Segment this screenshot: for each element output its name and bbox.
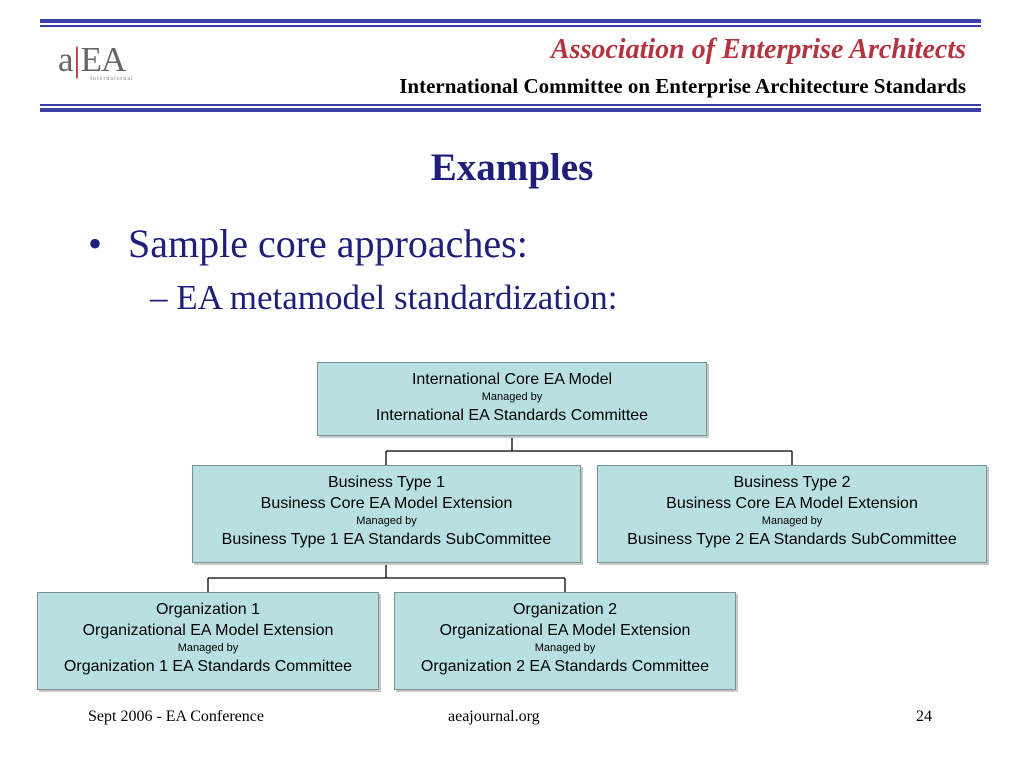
node-managed-by: Managed by	[177, 642, 239, 654]
node-manager: Organization 2 EA Standards Committee	[420, 658, 710, 675]
node-title: Organization 1	[155, 601, 261, 618]
node-title: International Core EA Model	[411, 371, 613, 388]
node-managed-by: Managed by	[356, 515, 417, 527]
committee-name: International Committee on Enterprise Ar…	[399, 74, 966, 98]
organization-name: Association of Enterprise Architects	[550, 34, 966, 65]
node-manager: Business Type 2 EA Standards SubCommitte…	[627, 531, 957, 548]
header-rule-bottom-thin	[40, 104, 981, 106]
header-rule-top-thin	[40, 25, 981, 27]
slide-title: Examples	[430, 146, 594, 189]
node-business-type-2: Business Type 2 Business Core EA Model E…	[597, 465, 987, 563]
node-organization-2: Organization 2 Organizational EA Model E…	[394, 592, 736, 690]
node-managed-by: Managed by	[481, 391, 543, 403]
node-manager: Organization 1 EA Standards Committee	[63, 658, 353, 675]
node-title: Organization 2	[512, 601, 618, 618]
node-managed-by: Managed by	[761, 515, 823, 527]
bullet-dot-icon: •	[88, 221, 103, 266]
node-international-core-model: International Core EA Model Managed by I…	[317, 362, 707, 436]
node-model: Organizational EA Model Extension	[82, 622, 334, 639]
logo-separator: |	[73, 40, 81, 79]
logo-suffix: EA	[80, 40, 127, 79]
footer-website: aeajournal.org	[448, 708, 540, 725]
aea-logo: a|EA International	[58, 38, 158, 90]
node-manager: International EA Standards Committee	[375, 407, 649, 424]
footer-conference: Sept 2006 - EA Conference	[88, 708, 264, 725]
node-manager: Business Type 1 EA Standards SubCommitte…	[221, 531, 552, 548]
node-business-type-1: Business Type 1 Business Core EA Model E…	[192, 465, 581, 563]
node-model: Organizational EA Model Extension	[439, 622, 691, 639]
node-model: Business Core EA Model Extension	[260, 495, 513, 512]
logo-subtitle: International	[90, 76, 134, 82]
node-model: Business Core EA Model Extension	[666, 495, 918, 512]
header-rule-top-thick	[40, 19, 981, 23]
node-managed-by: Managed by	[534, 642, 596, 654]
node-title: Business Type 1	[327, 474, 446, 491]
sub-bullet-text: – EA metamodel standardization:	[150, 278, 618, 317]
node-title: Business Type 2	[733, 474, 851, 491]
bullet-text: Sample core approaches:	[128, 221, 528, 266]
bullet-item: • Sample core approaches:	[88, 220, 528, 267]
footer-page-number: 24	[916, 708, 932, 725]
node-organization-1: Organization 1 Organizational EA Model E…	[37, 592, 379, 690]
logo-prefix: a	[58, 40, 74, 79]
header-rule-bottom-thick	[40, 108, 981, 112]
